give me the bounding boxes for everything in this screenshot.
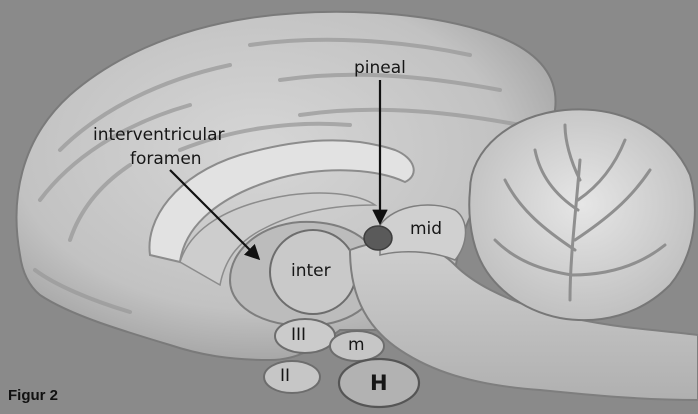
figure-caption: Figur 2: [8, 387, 58, 404]
interventricular-arrow: [169, 169, 261, 261]
fornix: [179, 192, 378, 287]
inter-label: inter: [291, 261, 331, 281]
pineal-gland: [363, 225, 393, 251]
gyri-texture: [33, 37, 522, 314]
brainstem: [348, 240, 698, 402]
corpus-callosum: [148, 139, 415, 264]
midbrain-tectum: [379, 204, 467, 261]
third-ventricle-recess: [274, 318, 336, 354]
mid-label: mid: [410, 219, 442, 239]
optic-chiasm: [263, 360, 321, 394]
pineal-label: pineal: [354, 58, 406, 78]
hypophysis: [337, 357, 421, 409]
II-label: II: [280, 366, 290, 386]
interventricular-label-line1: interventricular: [93, 125, 225, 145]
H-label: H: [370, 371, 388, 395]
interventricular-label-line2: foramen: [130, 149, 202, 169]
cerebellum: [468, 108, 696, 322]
m-label: m: [348, 335, 365, 355]
III-label: III: [291, 325, 306, 345]
arbor-vitae: [493, 123, 667, 302]
mammillary-body: [329, 330, 385, 362]
